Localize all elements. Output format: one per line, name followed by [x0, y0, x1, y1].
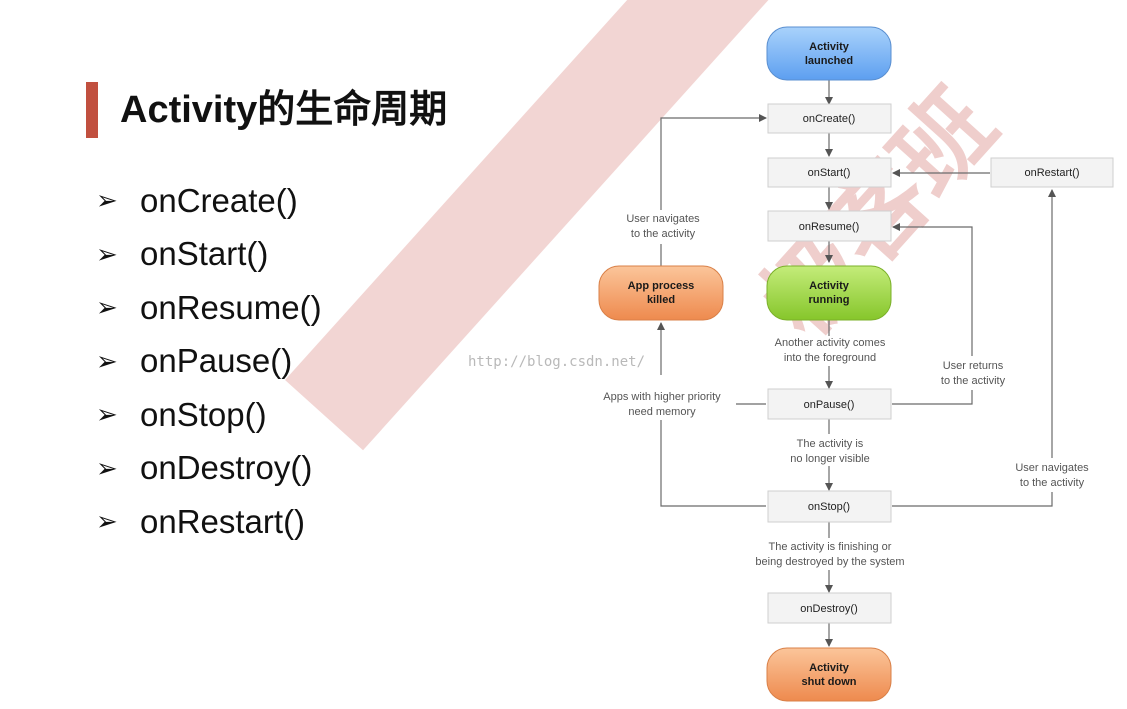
list-item-label: onStart() [140, 235, 269, 273]
note-higher-priority-line2: need memory [628, 406, 696, 418]
method-labels: onCreate() onStart() onResume() onPause(… [799, 113, 1080, 615]
list-item-label: onPause() [140, 342, 293, 380]
arrow-bullet-icon: ➢ [96, 399, 118, 430]
note-user-returns-line1: User returns [943, 360, 1004, 372]
method-label-ondestroy: onDestroy() [800, 603, 857, 615]
note-finishing-line2: being destroyed by the system [755, 556, 904, 568]
arrow-bullet-icon: ➢ [96, 506, 118, 537]
method-box-onresume [767, 210, 892, 242]
method-box-onstart [767, 157, 892, 188]
arrow-bullet-icon: ➢ [96, 345, 118, 376]
list-item-oncreate: ➢ onCreate() [96, 174, 322, 228]
note-navigates-right-line2: to the activity [1020, 477, 1085, 489]
method-label-oncreate: onCreate() [803, 113, 856, 125]
note-navigates-right-line1: User navigates [1015, 462, 1089, 474]
note-navigates-left-line2: to the activity [631, 228, 696, 240]
arrow-bullet-icon: ➢ [96, 452, 118, 483]
state-activity-launched: Activity launched [766, 26, 892, 81]
method-label-onresume: onResume() [799, 221, 860, 233]
list-item-onresume: ➢ onResume() [96, 281, 322, 335]
method-box-onstop [767, 490, 892, 523]
list-item-onstart: ➢ onStart() [96, 228, 322, 282]
list-item-onstop: ➢ onStop() [96, 388, 322, 442]
state-label-line2: launched [805, 55, 853, 67]
list-item-label: onResume() [140, 288, 322, 326]
diagram-notes: User navigates to the activity Another a… [603, 213, 1089, 568]
arrow-bullet-icon: ➢ [96, 238, 118, 269]
list-item-onrestart: ➢ onRestart() [96, 495, 322, 549]
note-another-activity-line1: Another activity comes [775, 337, 886, 349]
connector-lines [657, 80, 1056, 647]
method-box-ondestroy [767, 592, 892, 624]
list-item-label: onStop() [140, 395, 267, 433]
state-label-line1: App process [628, 280, 695, 292]
state-label-line1: Activity [809, 41, 850, 53]
method-label-onstop: onStop() [808, 501, 850, 513]
state-label-line1: Activity [809, 662, 850, 674]
note-finishing-line1: The activity is finishing or [769, 541, 892, 553]
method-box-onpause [767, 388, 892, 420]
note-navigates-left-line1: User navigates [626, 213, 700, 225]
list-item-onpause: ➢ onPause() [96, 335, 322, 389]
state-activity-running: Activity running [766, 265, 892, 321]
list-item-label: onDestroy() [140, 449, 313, 487]
state-label-line2: running [809, 294, 850, 306]
state-activity-shut-down: Activity shut down [766, 647, 892, 702]
arrow-bullet-icon: ➢ [96, 185, 118, 216]
note-no-longer-visible-line1: The activity is [797, 438, 864, 450]
note-user-returns-line2: to the activity [941, 375, 1006, 387]
note-another-activity-line2: into the foreground [784, 352, 876, 364]
slide-title: Activity的生命周期 [120, 89, 448, 131]
url-watermark: http://blog.csdn.net/ [468, 354, 646, 370]
state-label-line2: killed [647, 294, 675, 306]
method-label-onstart: onStart() [808, 167, 851, 179]
note-higher-priority-line1: Apps with higher priority [603, 391, 721, 403]
note-no-longer-visible-line2: no longer visible [790, 453, 870, 465]
method-box-onrestart [990, 157, 1114, 188]
state-label-line2: shut down [802, 676, 857, 688]
title-accent-bar [86, 82, 98, 138]
list-item-label: onCreate() [140, 181, 298, 219]
state-label-line1: Activity [809, 280, 850, 292]
method-label-onpause: onPause() [804, 399, 855, 411]
method-label-onrestart: onRestart() [1024, 167, 1079, 179]
list-item-label: onRestart() [140, 502, 306, 540]
method-list: ➢ onCreate() ➢ onStart() ➢ onResume() ➢ … [96, 174, 322, 549]
state-app-process-killed: App process killed [598, 265, 724, 321]
list-item-ondestroy: ➢ onDestroy() [96, 442, 322, 496]
arrow-bullet-icon: ➢ [96, 292, 118, 323]
method-box-oncreate [767, 103, 892, 134]
method-boxes [767, 103, 1114, 624]
